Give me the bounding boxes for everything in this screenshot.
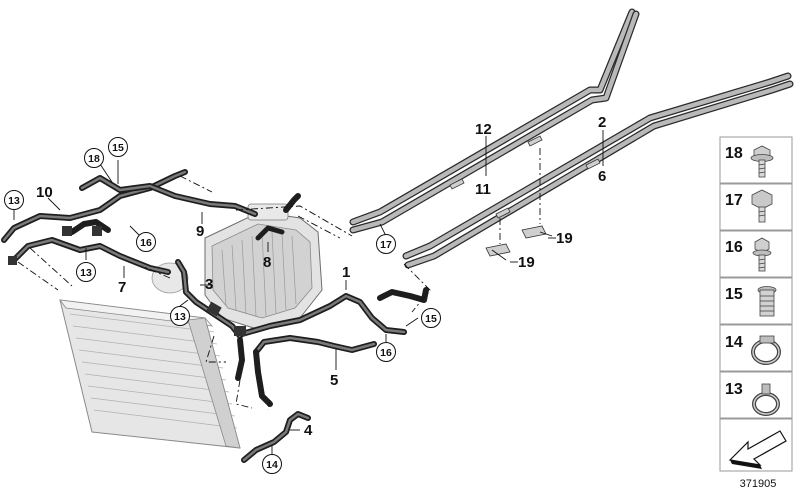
coolant-pipe-2 bbox=[402, 72, 794, 269]
diagram-reference-number: 371905 bbox=[740, 478, 777, 490]
legend-item-18: 18 bbox=[719, 136, 793, 184]
electric-motor-housing bbox=[151, 203, 323, 331]
circled-callout-labels: 13 13 13 14 15 15 16 16 17 18 bbox=[8, 142, 437, 471]
callout-4: 4 bbox=[304, 422, 313, 439]
circled-callout-17: 17 bbox=[380, 239, 392, 251]
callout-12: 12 bbox=[475, 121, 492, 138]
circled-callout-15-right: 15 bbox=[425, 313, 437, 325]
legend-number-17: 17 bbox=[725, 192, 743, 209]
pipe-brackets bbox=[449, 135, 601, 257]
circled-callout-16-left: 16 bbox=[140, 237, 152, 249]
rivet-nut-icon bbox=[757, 286, 777, 317]
circled-callout-18: 18 bbox=[88, 153, 100, 165]
legend-item-13: 13 bbox=[719, 371, 793, 419]
circled-callout-13-middle: 13 bbox=[80, 267, 92, 279]
callout-7: 7 bbox=[118, 279, 126, 296]
radiator bbox=[59, 299, 241, 449]
callout-6: 6 bbox=[598, 168, 606, 185]
spring-clamp-icon bbox=[752, 383, 780, 416]
callout-5: 5 bbox=[330, 372, 338, 389]
legend-number-16: 16 bbox=[725, 239, 743, 256]
circled-callout-13-left: 13 bbox=[8, 195, 20, 207]
callout-10: 10 bbox=[36, 184, 53, 201]
callout-labels: 1 2 3 4 5 6 7 8 9 10 11 12 19 19 bbox=[36, 114, 606, 439]
circled-callout-13-lower: 13 bbox=[174, 311, 186, 323]
callout-8: 8 bbox=[263, 254, 271, 271]
connection-lines bbox=[17, 148, 541, 411]
legend-number-18: 18 bbox=[725, 145, 743, 162]
coolant-pipe-12 bbox=[349, 8, 640, 234]
collar-bolt-icon bbox=[752, 237, 772, 272]
callout-11: 11 bbox=[475, 181, 491, 198]
legend-number-13: 13 bbox=[725, 381, 743, 398]
callout-2: 2 bbox=[598, 114, 606, 131]
legend-number-15: 15 bbox=[725, 286, 743, 303]
callout-19-upper: 19 bbox=[556, 230, 573, 247]
legend-item-15: 15 bbox=[719, 277, 793, 325]
circled-callout-15-top: 15 bbox=[112, 142, 124, 154]
callout-1: 1 bbox=[342, 264, 350, 281]
circled-callout-16-right: 16 bbox=[380, 347, 392, 359]
legend-item-14: 14 bbox=[719, 324, 793, 372]
flange-bolt-icon bbox=[750, 145, 774, 178]
parts-legend: 18 17 16 bbox=[719, 136, 793, 472]
callout-3: 3 bbox=[205, 276, 213, 293]
legend-number-14: 14 bbox=[725, 334, 743, 351]
coolant-hoses bbox=[1, 169, 429, 463]
arrow-icon bbox=[728, 430, 787, 466]
leader-lines bbox=[13, 130, 604, 454]
callout-9: 9 bbox=[196, 223, 204, 240]
hex-bolt-icon bbox=[751, 189, 773, 223]
circled-callouts bbox=[4, 137, 441, 474]
circled-callout-14: 14 bbox=[266, 459, 278, 471]
callout-19-lower: 19 bbox=[518, 254, 535, 271]
direction-arrow bbox=[719, 418, 793, 472]
hose-clamp-icon bbox=[751, 335, 781, 365]
legend-item-17: 17 bbox=[719, 183, 793, 231]
legend-item-16: 16 bbox=[719, 230, 793, 278]
